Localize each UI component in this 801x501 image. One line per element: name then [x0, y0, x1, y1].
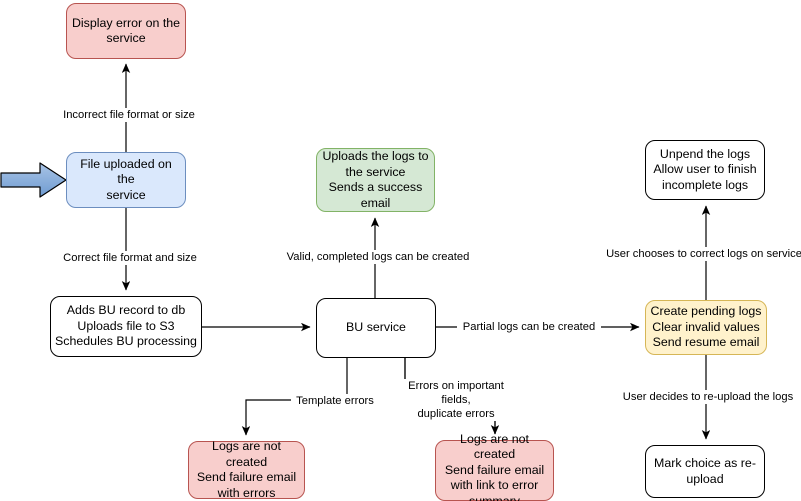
node-logs-not-created-template[interactable]: Logs are not created Send failure email … — [188, 439, 305, 500]
node-adds-bu-record[interactable]: Adds BU record to db Uploads file to S3 … — [50, 296, 202, 357]
node-logs-not-created-summary[interactable]: Logs are not created Send failure email … — [435, 432, 554, 501]
edge-label-valid-logs: Valid, completed logs can be created — [278, 250, 478, 264]
node-uploads-logs-success[interactable]: Uploads the logs to the service Sends a … — [316, 148, 435, 212]
incoming-flow-arrow — [0, 162, 67, 198]
edge-label-template-errors: Template errors — [291, 394, 379, 408]
node-bu-service[interactable]: BU service — [316, 298, 436, 358]
node-unpend-logs[interactable]: Unpend the logs Allow user to finish inc… — [645, 140, 765, 200]
edge-label-important-errors: Errors on important fields, duplicate er… — [392, 379, 520, 421]
edge-label-incorrect-format: Incorrect file format or size — [53, 108, 205, 122]
edge-label-correct-format: Correct file format and size — [55, 251, 205, 265]
node-file-uploaded-on-service[interactable]: File uploaded on the service — [66, 152, 186, 208]
node-display-error[interactable]: Display error on the service — [66, 3, 186, 59]
node-mark-choice-reupload[interactable]: Mark choice as re- upload — [645, 445, 765, 498]
edge-label-user-corrects: User chooses to correct logs on service — [602, 247, 801, 261]
edge-label-user-reupload: User decides to re-upload the logs — [612, 390, 801, 404]
node-create-pending-logs[interactable]: Create pending logs Clear invalid values… — [645, 300, 767, 355]
edge-label-partial-logs: Partial logs can be created — [457, 320, 601, 334]
